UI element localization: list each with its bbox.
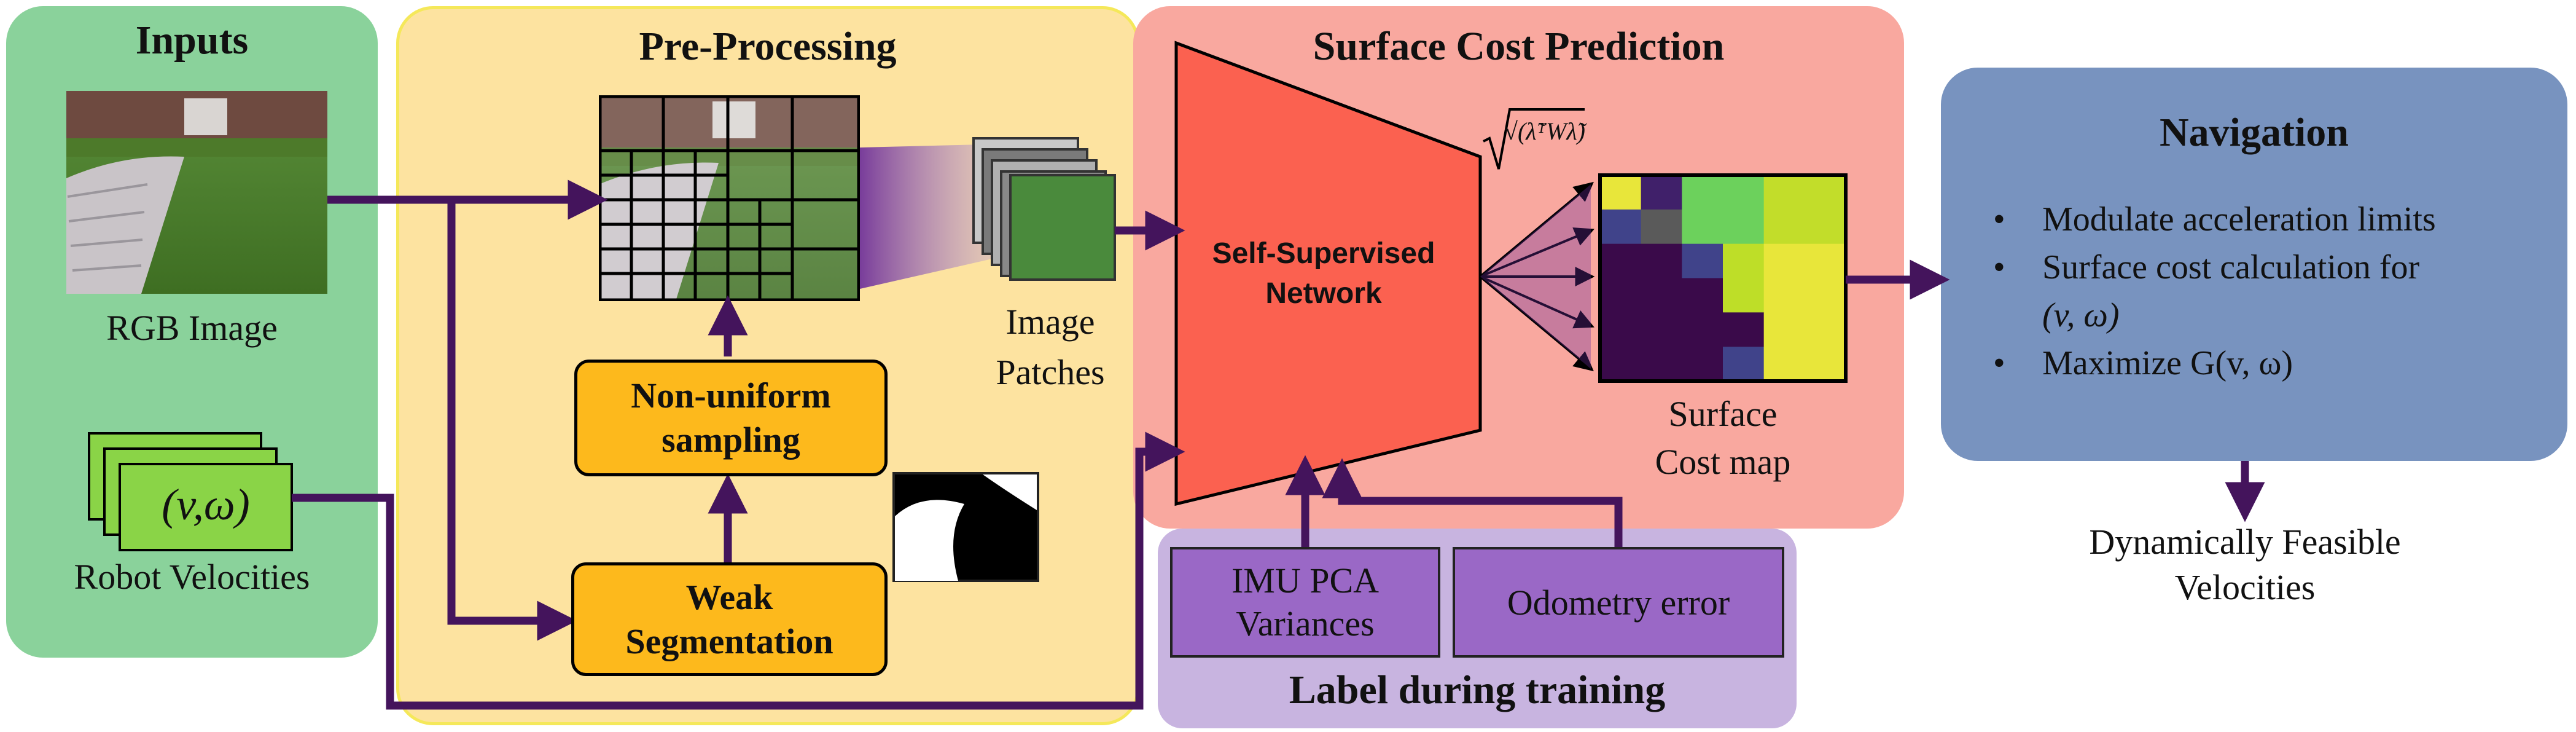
cost-map-cell [1763, 243, 1805, 278]
image-patches-label-line1: Image [1005, 302, 1095, 342]
cost-map-cell [1805, 209, 1846, 245]
patch-projection [860, 144, 995, 289]
cost-map-cell [1641, 175, 1682, 210]
weak-line2: Segmentation [625, 621, 833, 661]
network-fan-arrows [1479, 181, 1595, 372]
cost-map-cell [1723, 243, 1765, 278]
nav-bullet-2: •Surface cost calculation for [1993, 243, 2546, 291]
imu-line1: IMU PCA [1231, 561, 1380, 600]
rgb-image [66, 91, 327, 294]
bullet-dot: • [1993, 248, 2005, 286]
segmentation-mask [892, 472, 1039, 582]
velocity-cards [88, 432, 293, 551]
image-patches-stack [972, 137, 1116, 281]
surface-cost-title: Surface Cost Prediction [1313, 24, 1725, 69]
flow-arrows [292, 179, 2265, 710]
bullet-dot: • [1993, 344, 2005, 382]
odometry-label: Odometry error [1507, 582, 1730, 623]
cost-map-cell [1763, 312, 1805, 347]
cost-map-cell [1600, 312, 1642, 347]
cost-map-cell [1682, 209, 1723, 245]
odometry-error-box: Odometry error [1453, 547, 1784, 658]
cost-map-cell [1641, 312, 1682, 347]
label-training-title: Label during training [1289, 667, 1666, 712]
cost-map-cell [1723, 312, 1765, 347]
cost-map-cell [1682, 347, 1723, 382]
velocity-symbol: (v,ω) [162, 480, 250, 529]
cost-map-cell [1805, 243, 1846, 278]
navigation-panel [1941, 68, 2567, 461]
cost-map-cell [1805, 175, 1846, 210]
cost-map-cell [1600, 175, 1642, 210]
cost-map-label-line1: Surface [1668, 394, 1778, 434]
image-patches-label-line2: Patches [996, 352, 1105, 392]
nav-bullet-1: •Modulate acceleration limits [1993, 195, 2546, 243]
cost-map-cell [1682, 243, 1723, 278]
nonuniform-line2: sampling [662, 420, 800, 460]
cost-map-cell [1641, 243, 1682, 278]
cost-map-cell [1723, 175, 1765, 210]
cost-map-cell [1600, 209, 1642, 245]
robot-velocities-label: Robot Velocities [74, 557, 310, 597]
cost-map-cell [1682, 312, 1723, 347]
grid-image [599, 95, 860, 301]
preprocessing-title: Pre-Processing [639, 24, 897, 69]
cost-map-cell [1763, 209, 1805, 245]
nav-bullet-3: •Maximize G(v, ω) [1993, 339, 2546, 387]
cost-map-grid [1600, 175, 1846, 382]
cost-map-label-line2: Cost map [1655, 442, 1791, 482]
cost-map-cell [1763, 347, 1805, 382]
cost-map-cell [1723, 347, 1765, 382]
cost-map-cell [1641, 278, 1682, 313]
cost-map-cell [1723, 278, 1765, 313]
nonuniform-sampling-box: Non-uniform sampling [574, 360, 888, 476]
cost-map-cell [1805, 278, 1846, 313]
cost-map-cell [1600, 347, 1642, 382]
cost-map-cell [1763, 175, 1805, 210]
network-label-line2: Network [1265, 277, 1382, 310]
output-label-line2: Velocities [2174, 567, 2316, 607]
cost-map-cell [1805, 347, 1846, 382]
bullet-dot: • [1993, 200, 2005, 238]
navigation-bullet-list: •Modulate acceleration limits •Surface c… [1993, 195, 2546, 387]
weak-segmentation-box: Weak Segmentation [571, 562, 888, 676]
cost-map-cell [1763, 278, 1805, 313]
cost-map-cell [1600, 278, 1642, 313]
navigation-title: Navigation [2159, 110, 2349, 155]
rgb-image-label: RGB Image [106, 308, 278, 348]
cost-map-cell [1600, 243, 1642, 278]
network-shape [1174, 41, 1482, 506]
sqrt-sign [1483, 108, 1585, 170]
fan-fill [1480, 184, 1591, 369]
cost-map-cell [1641, 347, 1682, 382]
nonuniform-line1: Non-uniform [631, 376, 831, 415]
cost-map-cell [1641, 209, 1682, 245]
inputs-title: Inputs [135, 18, 249, 63]
network-label-line1: Self-Supervised [1212, 237, 1435, 270]
cost-map-cell [1682, 278, 1723, 313]
cost-map-cell [1682, 175, 1723, 210]
formula-label: √(λ̃ᵀWλ̃) [1504, 117, 1585, 145]
imu-pca-box: IMU PCA Variances [1170, 547, 1440, 658]
nav-bullet-2-cont: (v, ω) [2042, 296, 2120, 334]
output-label-line1: Dynamically Feasible [2089, 522, 2401, 562]
imu-line2: Variances [1236, 604, 1375, 643]
cost-map-cell [1723, 209, 1765, 245]
cost-map-cell [1805, 312, 1846, 347]
weak-line1: Weak [685, 577, 773, 617]
